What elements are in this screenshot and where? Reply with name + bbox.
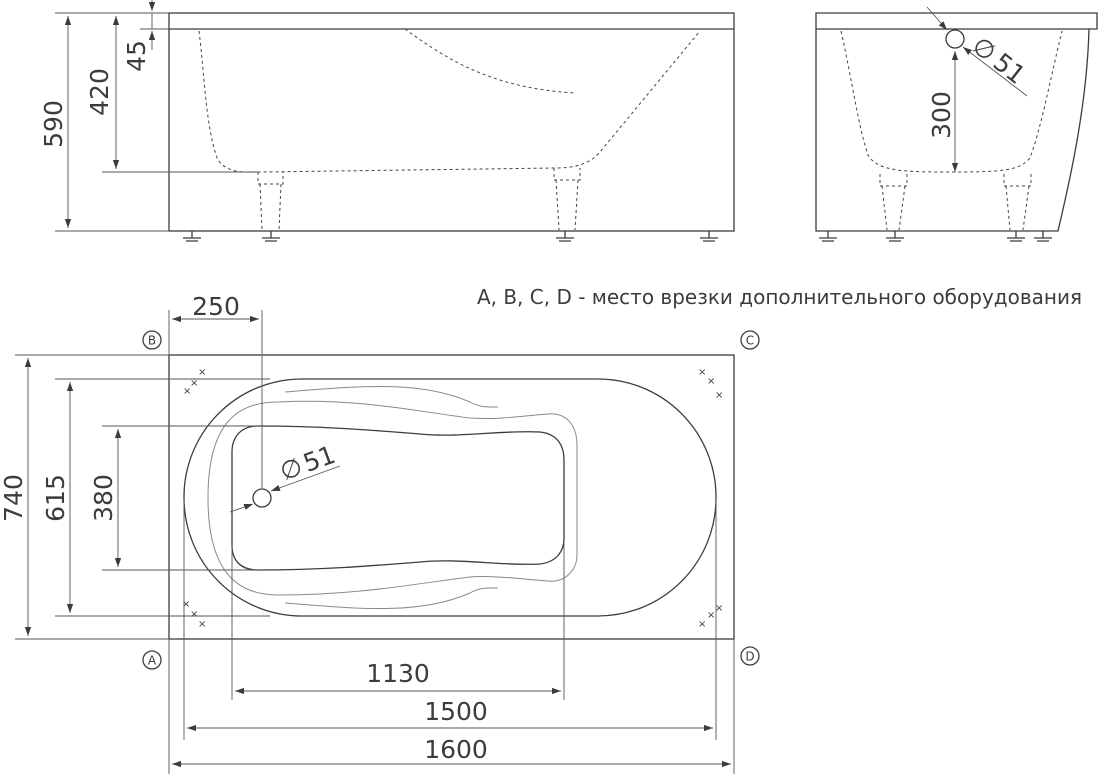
dim-1130-label: 1130 — [366, 659, 430, 688]
cross-icon: × — [698, 619, 706, 630]
front-leg-right — [553, 168, 581, 231]
dim-590-label: 590 — [39, 100, 68, 148]
dim-51-top-label: 51 — [299, 440, 339, 478]
dim-740-label: 740 — [0, 474, 28, 522]
marker-a: A — [142, 650, 162, 670]
equipment-note: A, B, C, D - место врезки дополнительног… — [477, 285, 1082, 309]
dim-45-label: 45 — [122, 40, 151, 72]
cross-icon: × — [707, 610, 715, 621]
dim-250-label: 250 — [192, 292, 240, 321]
cross-icon: × — [183, 386, 191, 397]
dim-380-label: 380 — [89, 474, 118, 522]
dim-51-side-label: 51 — [988, 47, 1031, 89]
dim-300-label: 300 — [927, 91, 956, 139]
top-diameter-callout: ∅ 51 — [276, 440, 339, 487]
drain-hole — [252, 488, 272, 508]
cross-icon: × — [198, 367, 206, 378]
front-backrest-hidden-line — [404, 28, 576, 94]
cross-icon: × — [707, 376, 715, 387]
marker-d-label: D — [745, 650, 754, 664]
marker-b: B — [142, 330, 162, 350]
side-feet — [819, 231, 1052, 242]
top-outline — [168, 354, 735, 640]
side-leg-right — [1003, 174, 1032, 231]
cross-icon: × — [182, 599, 190, 610]
top-view: × × × × × × × × × × × × B C A D — [0, 292, 760, 774]
marker-a-label: A — [148, 654, 157, 668]
side-outline — [815, 12, 1098, 232]
top-bowl-outline — [183, 378, 717, 617]
front-outline — [168, 12, 735, 232]
top-bowl-bottom — [231, 425, 565, 571]
corner-crosses: × × × × × × × × × × × × — [182, 367, 723, 630]
side-leg-left — [879, 174, 908, 231]
front-bowl-hidden-line — [198, 30, 701, 173]
front-feet — [183, 231, 718, 242]
cross-icon: × — [198, 619, 206, 630]
overflow-hole — [945, 29, 965, 49]
cross-icon: × — [190, 609, 198, 620]
top-lip-upper — [284, 385, 499, 408]
dim-1600-label: 1600 — [424, 735, 488, 764]
marker-c-label: C — [746, 334, 754, 348]
cross-icon: × — [698, 367, 706, 378]
front-leg-left — [257, 172, 284, 231]
dim-615-label: 615 — [41, 474, 70, 522]
front-view: 590 420 45 — [39, 0, 735, 242]
dim-420-label: 420 — [85, 68, 114, 116]
cross-icon: × — [715, 390, 723, 401]
side-diameter-callout: ∅ 51 — [967, 31, 1031, 90]
marker-d: D — [740, 646, 760, 666]
cross-icon: × — [715, 603, 723, 614]
top-bowl-inner-ring — [207, 400, 578, 596]
cross-icon: × — [190, 378, 198, 389]
marker-b-label: B — [148, 334, 156, 348]
top-lip-lower — [284, 587, 499, 610]
side-view: 300 ∅ 51 — [815, 6, 1098, 242]
marker-c: C — [740, 330, 760, 350]
dim-1500-label: 1500 — [424, 697, 488, 726]
